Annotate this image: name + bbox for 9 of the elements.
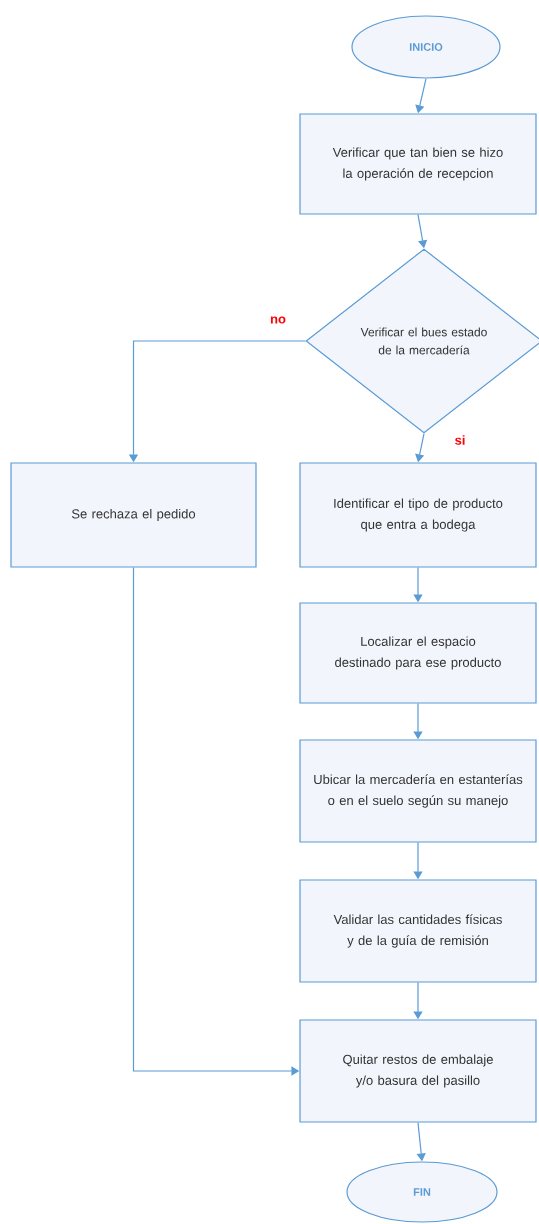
process-box: Identificar el tipo de producto que entra a bodega <box>299 462 537 568</box>
process-box: Ubicar la mercadería en estanterías o en el suelo según su manejo <box>299 739 537 843</box>
process-box: Localizar el espacio destinado para ese producto <box>299 602 537 704</box>
process-box: Verificar que tan bien se hizo la operación de recepcion <box>299 113 537 215</box>
edge-label: no <box>269 315 287 325</box>
process-box: Validar las cantidades físicas y de la guía de remisión <box>299 879 537 983</box>
process-box: Quitar restos de embalaje y/o basura del pasillo <box>299 1019 537 1123</box>
edge-label: si <box>453 434 467 446</box>
process-box: Se rechaza el pedido <box>10 462 257 568</box>
